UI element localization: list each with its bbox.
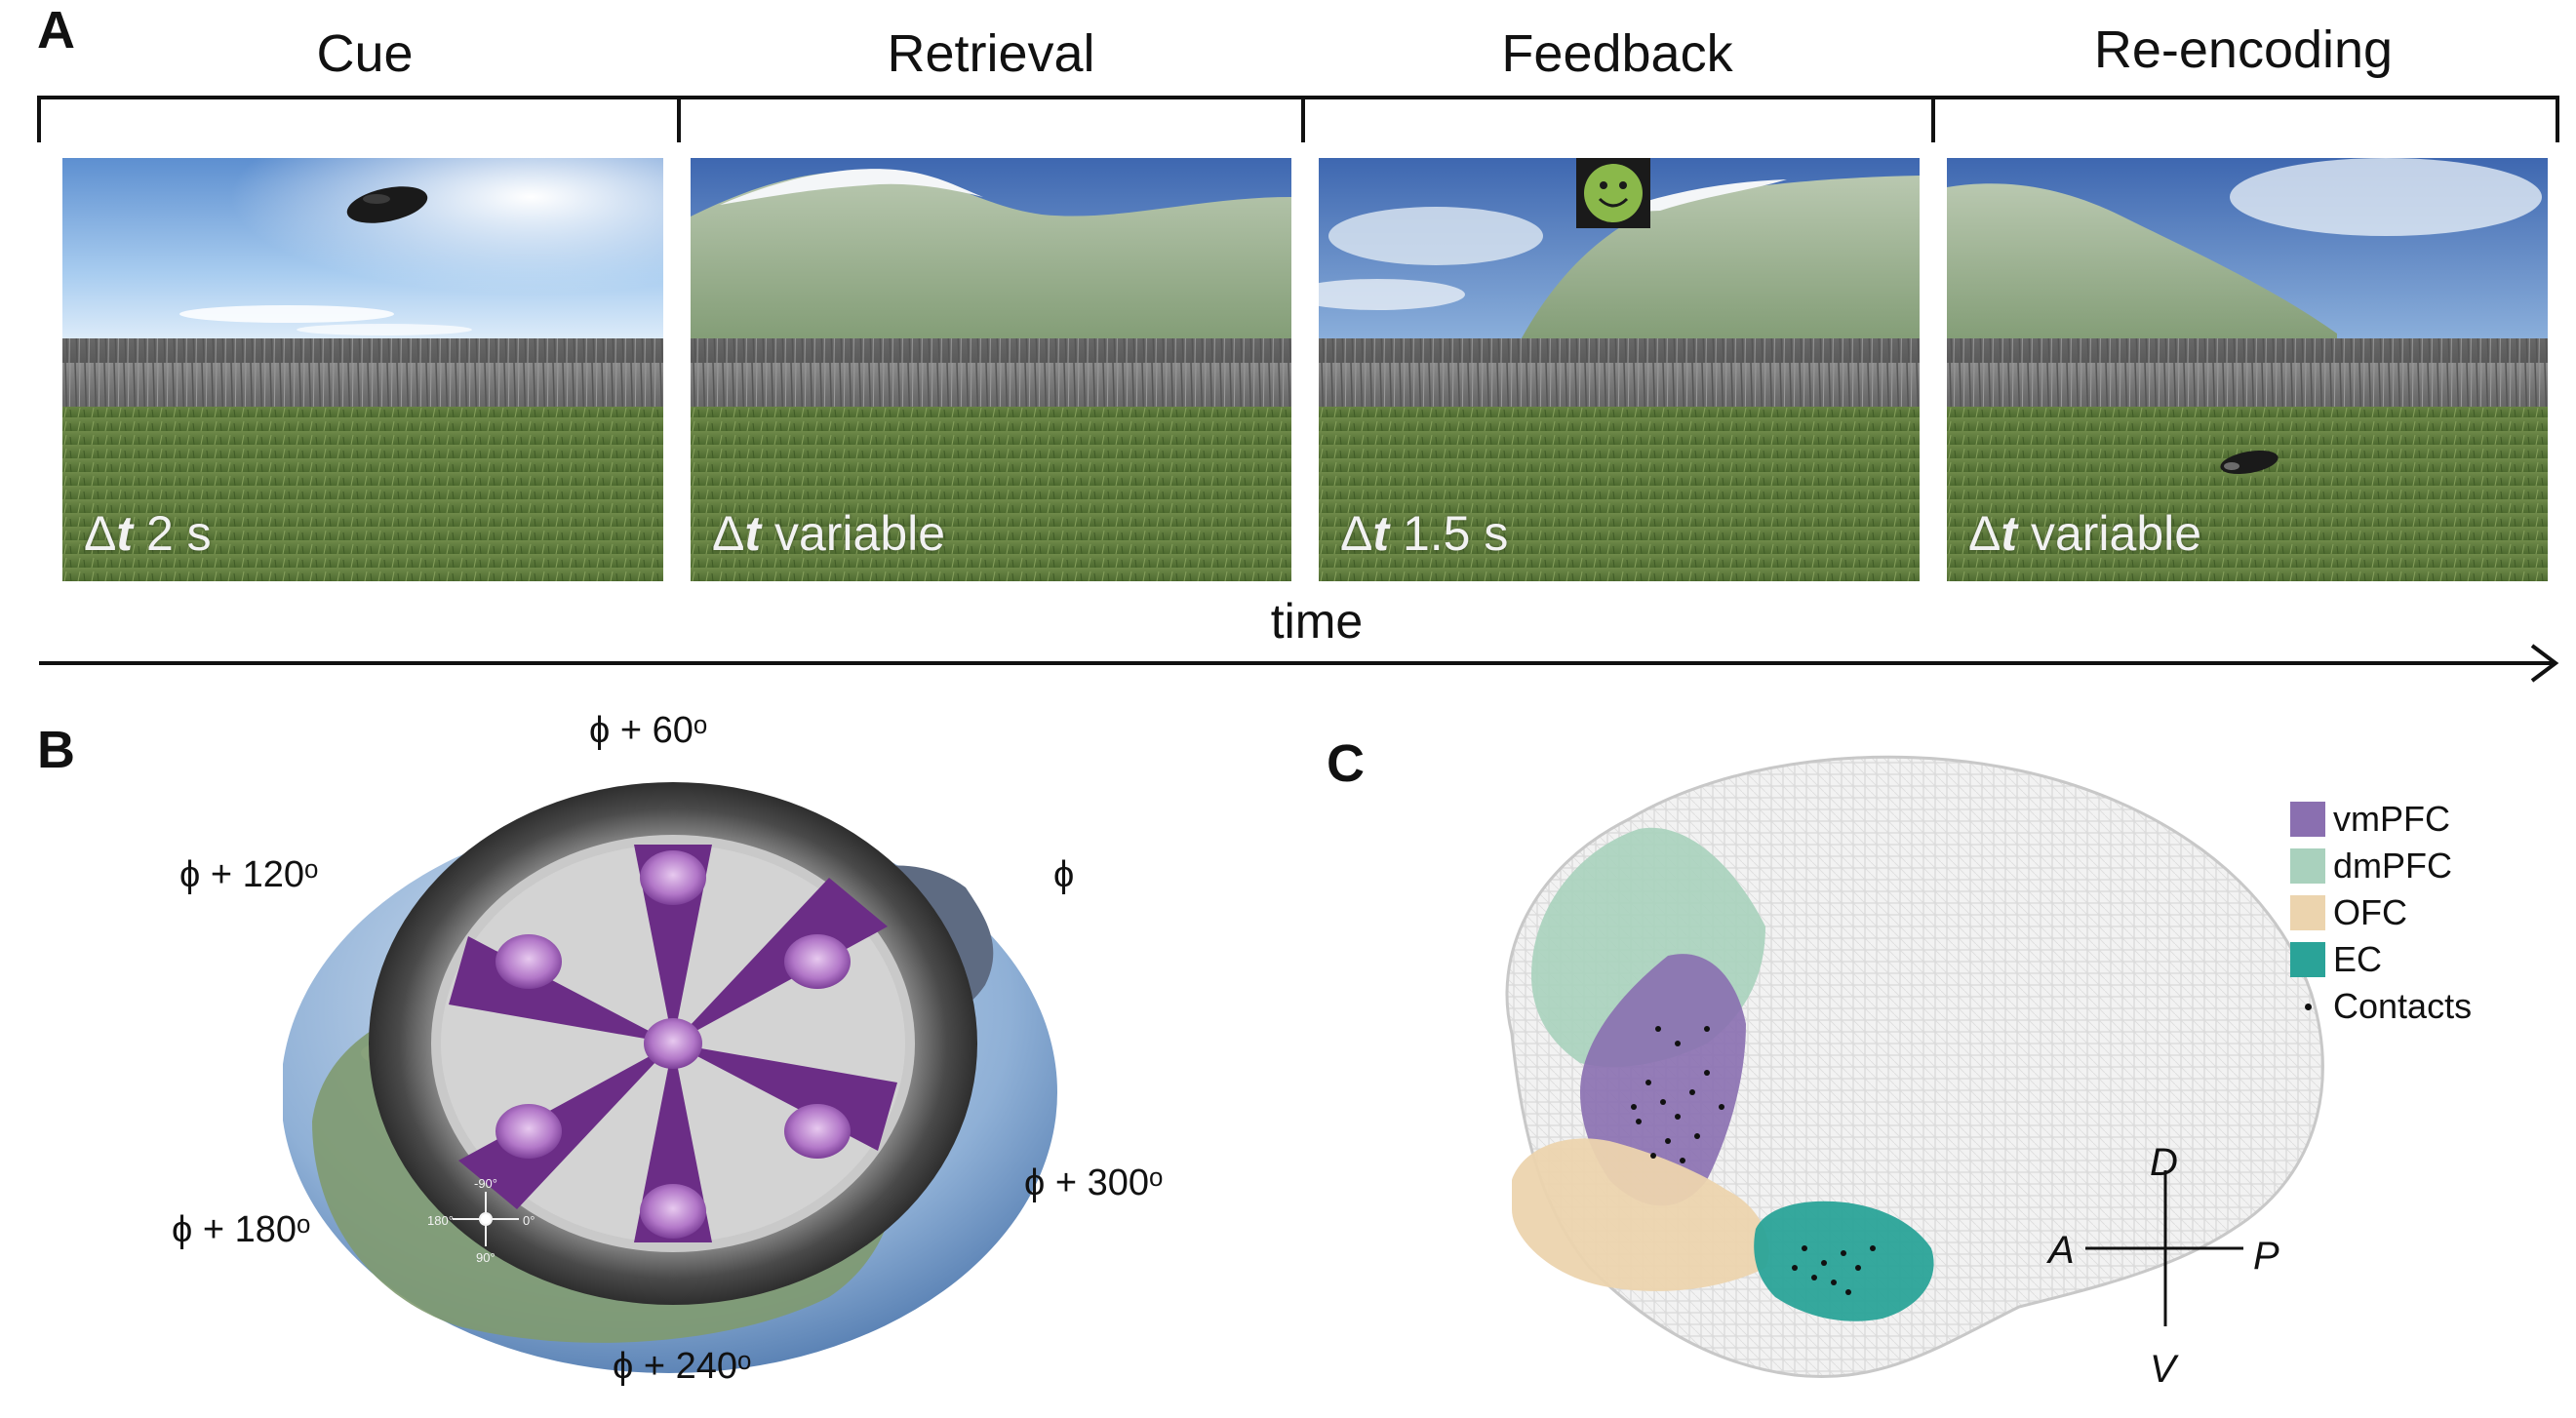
orientation-axes [2085, 1170, 2243, 1326]
electrode-contacts [1631, 1026, 1876, 1295]
time-arrow [39, 644, 2559, 683]
phase-title-retrieval: Retrieval [887, 24, 1095, 83]
compass-top-label: -90° [474, 1176, 497, 1191]
legend-item-contacts: Contacts [2290, 985, 2472, 1028]
contact-dot-icon [2290, 1003, 2325, 1010]
legend-swatch-ofc [2290, 895, 2325, 930]
legend-item-ofc: OFC [2290, 891, 2407, 934]
scene-frame-cue: Δt 2 s [62, 158, 663, 581]
arena-pads [495, 850, 851, 1239]
legend-swatch-vmpfc [2290, 802, 2325, 837]
phase-bracket [37, 96, 2559, 142]
axis-label-ventral: V [2150, 1348, 2176, 1391]
smiley-feedback-icon [1576, 158, 1650, 228]
scene-frame-reencoding: Δt variable [1947, 158, 2548, 581]
panel-c-label: C [1327, 734, 1365, 793]
duration-label-feedback: Δt 1.5 s [1340, 506, 1509, 561]
region-ofc [1512, 1138, 1769, 1291]
cue-object-icon [346, 186, 428, 223]
duration-label-cue: Δt 2 s [84, 506, 212, 561]
legend-item-ec: EC [2290, 938, 2382, 981]
axis-label-posterior: P [2253, 1235, 2279, 1278]
duration-label-reencoding: Δt variable [1968, 506, 2202, 561]
compass-cross [453, 1192, 519, 1246]
phase-title-cue: Cue [316, 24, 414, 83]
legend-item-vmpfc: vmPFC [2290, 798, 2450, 841]
region-ec [1754, 1201, 1934, 1321]
panel-a-label: A [37, 1, 75, 59]
angle-label-phi-180: ϕ + 180ᵒ [172, 1209, 311, 1250]
compass-right-label: 0° [523, 1213, 535, 1228]
phase-title-feedback: Feedback [1501, 24, 1733, 83]
legend-label: vmPFC [2333, 799, 2450, 839]
time-axis-label: time [1270, 594, 1364, 649]
scene-frame-feedback: Δt 1.5 s [1319, 158, 1920, 581]
legend-label-contacts: Contacts [2333, 986, 2473, 1026]
compass-left-label: 180° [427, 1213, 454, 1228]
scene-frame-retrieval: Δt variable [691, 158, 1291, 581]
legend-label: OFC [2333, 892, 2407, 932]
axis-label-dorsal: D [2150, 1141, 2178, 1184]
angle-label-phi-60: ϕ + 60ᵒ [589, 710, 708, 751]
brain-figure [1473, 722, 2351, 1404]
legend-label: dmPFC [2333, 846, 2453, 886]
axis-label-anterior: A [2048, 1229, 2075, 1272]
compass-bottom-label: 90° [476, 1250, 495, 1265]
duration-label-retrieval: Δt variable [712, 506, 946, 561]
reencoding-object-icon [2220, 450, 2279, 475]
angle-label-phi-120: ϕ + 120ᵒ [179, 854, 319, 895]
legend-swatch-ec [2290, 942, 2325, 977]
phase-title-reencoding: Re-encoding [2093, 20, 2394, 79]
legend-label: EC [2333, 939, 2383, 979]
region-vmpfc [1580, 954, 1746, 1206]
legend-item-dmpfc: dmPFC [2290, 845, 2452, 887]
angle-label-phi: ϕ [1053, 854, 1075, 895]
legend-swatch-dmpfc [2290, 848, 2325, 884]
arena-diagram: -90° 180° 0° 90° [281, 751, 1083, 1375]
angle-label-phi-240: ϕ + 240ᵒ [613, 1346, 752, 1387]
panel-b-label: B [37, 721, 75, 779]
angle-label-phi-300: ϕ + 300ᵒ [1024, 1162, 1164, 1203]
